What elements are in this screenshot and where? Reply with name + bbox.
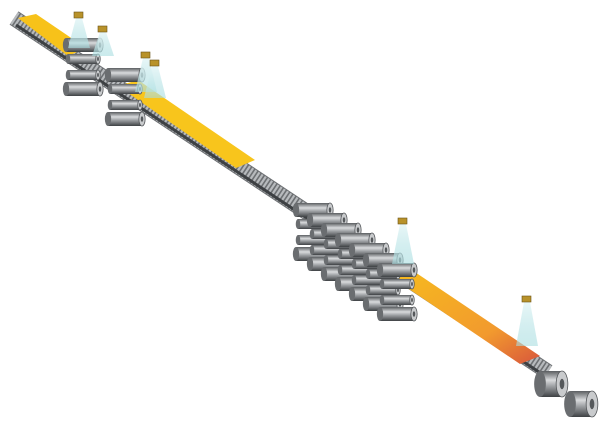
coiler-1 (534, 370, 569, 398)
strip-segment-intermediate (118, 80, 255, 168)
backup-roll-top (376, 262, 418, 278)
coiler-drum (564, 390, 599, 418)
backup-roll-bottom (62, 81, 104, 97)
coiler-2 (564, 390, 599, 418)
camera-icon (140, 51, 151, 59)
sensor-1 (68, 11, 90, 48)
camera-icon (397, 217, 408, 225)
work-roll-bottom (379, 294, 415, 306)
finishing-stand-7 (376, 262, 418, 322)
work-roll-bottom (65, 69, 101, 81)
sensor-2 (92, 25, 114, 56)
camera-icon (521, 295, 532, 303)
camera-icon (73, 11, 84, 19)
sensor-4 (144, 59, 166, 98)
backup-roll-bottom (104, 111, 146, 127)
camera-icon (149, 59, 160, 67)
coiler-drum (534, 370, 569, 398)
backup-roll-bottom (376, 306, 418, 322)
sensor-5 (392, 217, 414, 264)
camera-icon (97, 25, 108, 33)
work-roll-top (379, 278, 415, 290)
work-roll-bottom (107, 99, 143, 111)
sensor-6 (516, 295, 538, 346)
work-roll-top (65, 53, 101, 65)
